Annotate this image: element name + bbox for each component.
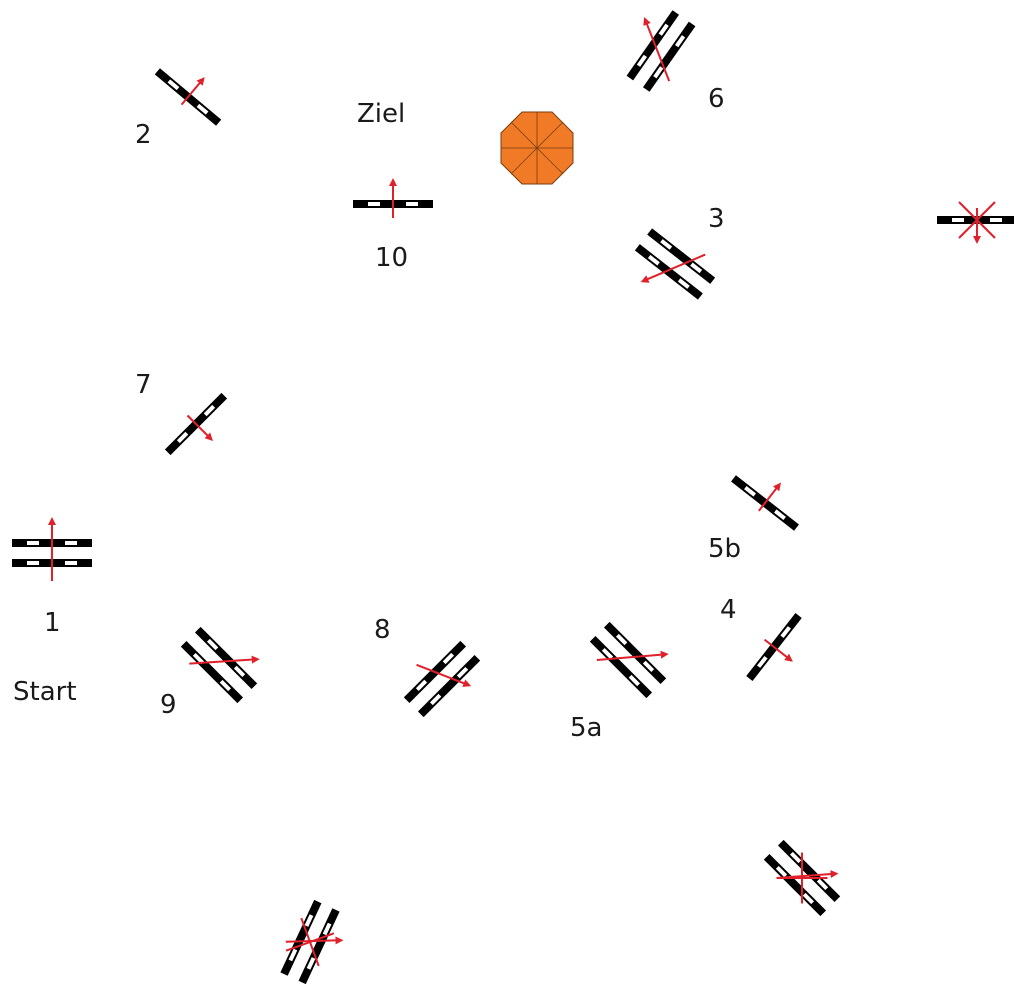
label-9: 9 — [160, 690, 177, 720]
obstacle-9 — [180, 626, 260, 704]
obstacle-5b — [731, 475, 799, 531]
label-8: 8 — [374, 615, 391, 645]
label-2: 2 — [135, 120, 152, 150]
label-5b: 5b — [708, 534, 741, 564]
label-7: 7 — [135, 370, 152, 400]
label-5a: 5a — [570, 713, 602, 743]
obstacle-8 — [403, 640, 481, 718]
label-4: 4 — [720, 595, 737, 625]
label-3: 3 — [708, 204, 725, 234]
obstacle-1 — [12, 517, 92, 581]
obstacle-4 — [746, 613, 802, 681]
obstacle-10 — [353, 178, 433, 218]
octagon-marker — [500, 111, 574, 185]
obstacle-5a — [589, 621, 669, 699]
crossed-obstacle-right — [937, 201, 1014, 244]
label-1: 1 — [44, 608, 61, 638]
label-10: 10 — [375, 243, 408, 273]
obstacle-6 — [626, 10, 696, 92]
obstacle-2 — [154, 68, 222, 126]
obstacle-3 — [634, 228, 716, 300]
obstacle-7 — [164, 392, 228, 456]
crossed-obstacle-bottom-left — [280, 899, 344, 985]
label-ziel: Ziel — [357, 99, 405, 129]
label-start: Start — [13, 677, 77, 707]
crossed-obstacle-bottom-right — [763, 839, 841, 917]
label-6: 6 — [708, 84, 725, 114]
